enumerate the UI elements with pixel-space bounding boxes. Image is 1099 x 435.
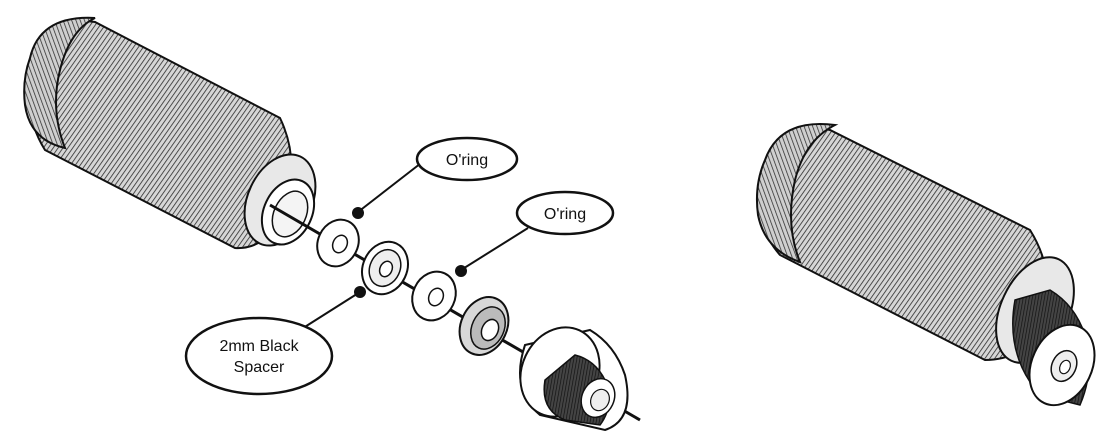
shaft-bushing bbox=[458, 296, 510, 356]
right-body-cap bbox=[755, 123, 839, 264]
left-body-cap bbox=[23, 16, 96, 150]
callout-oring-right: O'ring bbox=[455, 190, 615, 277]
callout-spacer-label-line1: 2mm Black bbox=[219, 338, 299, 355]
callout-spacer: 2mm Black Spacer bbox=[184, 286, 366, 396]
shock-end-cap bbox=[519, 326, 629, 432]
callout-spacer-label-line2: Spacer bbox=[234, 359, 285, 376]
o-ring-2 bbox=[411, 270, 457, 322]
callout-oring-top-label: O'ring bbox=[446, 152, 488, 169]
right-assembled-shock bbox=[755, 123, 1096, 407]
o-ring-1 bbox=[316, 218, 360, 268]
left-shock-body bbox=[23, 16, 317, 250]
callout-oring-top: O'ring bbox=[352, 136, 519, 219]
black-spacer-part bbox=[361, 240, 409, 296]
callout-oring-right-label: O'ring bbox=[544, 206, 586, 223]
